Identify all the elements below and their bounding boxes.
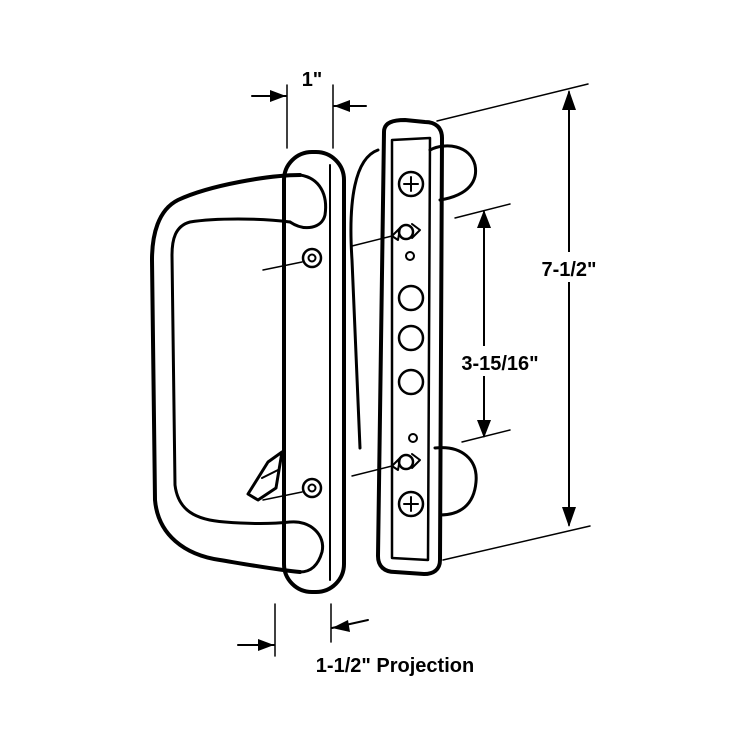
large-hole bbox=[397, 324, 425, 352]
width-dim-label: 1" bbox=[302, 69, 323, 91]
projection-dim-label: 1-1/2" Projection bbox=[316, 655, 474, 677]
projection-dimension: 1-1/2" Projection bbox=[237, 603, 474, 677]
handle-grip bbox=[150, 173, 302, 574]
large-hole bbox=[397, 368, 425, 396]
upper-thumb-screw bbox=[391, 223, 421, 241]
small-hole bbox=[408, 433, 418, 443]
height-dimension: 7-1/2" bbox=[436, 83, 612, 561]
large-hole bbox=[397, 284, 425, 312]
hole-spacing-dim-label: 3-15/16" bbox=[461, 353, 538, 375]
width-dimension: 1" bbox=[251, 69, 367, 149]
lower-thumb-screw bbox=[391, 453, 421, 471]
hole-spacing-dimension: 3-15/16" bbox=[444, 203, 556, 443]
top-screw bbox=[397, 170, 425, 198]
interior-plate bbox=[376, 118, 444, 576]
lower-screw-hole bbox=[301, 477, 323, 499]
small-hole bbox=[405, 251, 415, 261]
upper-screw-hole bbox=[301, 247, 323, 269]
exterior-handle bbox=[150, 150, 346, 594]
interior-handle bbox=[349, 118, 478, 576]
bottom-screw bbox=[397, 490, 425, 518]
height-dim-label: 7-1/2" bbox=[541, 259, 596, 281]
latch-lever bbox=[246, 450, 284, 502]
handle-base-plate bbox=[282, 150, 346, 594]
